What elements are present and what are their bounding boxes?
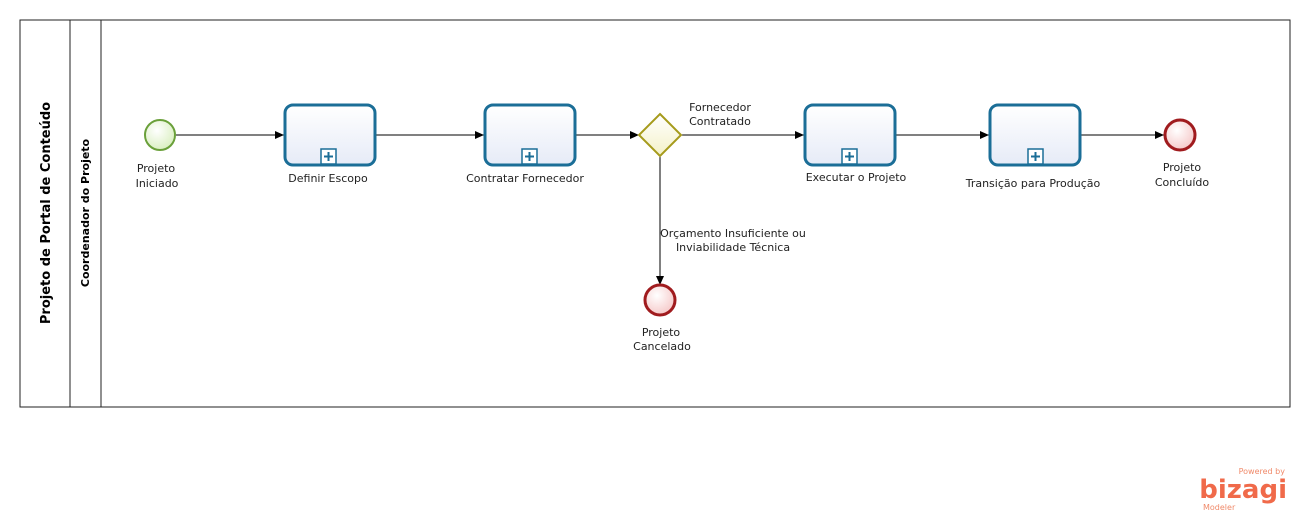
task-label: Executar o Projeto <box>806 171 907 184</box>
lane-title: Coordenador do Projeto <box>79 138 92 287</box>
gateway-yes-label-line1: Fornecedor <box>689 101 751 114</box>
end-event-cancelled[interactable] <box>643 283 677 317</box>
gateway-no-label-line1: Orçamento Insuficiente ou <box>660 227 806 240</box>
pool: Projeto de Portal de Conteúdo Coordenado… <box>19 19 1291 408</box>
brand-product: Modeler <box>1203 503 1236 512</box>
task-definir-escopo[interactable] <box>283 103 377 167</box>
subprocess-marker-icon <box>521 148 538 165</box>
task-contratar-fornecedor[interactable] <box>483 103 577 167</box>
end-completed-label-line1: Projeto <box>1163 161 1202 174</box>
task-label: Definir Escopo <box>288 172 368 185</box>
pool-title: Projeto de Portal de Conteúdo <box>39 102 54 324</box>
end-completed-label-line2: Concluído <box>1155 176 1209 189</box>
exclusive-gateway[interactable] <box>637 112 683 158</box>
end-event-completed[interactable] <box>1163 118 1197 152</box>
subprocess-marker-icon <box>841 148 858 165</box>
start-event-label-line2: Iniciado <box>136 177 179 190</box>
subprocess-marker-icon <box>320 148 337 165</box>
task-label: Transição para Produção <box>965 177 1101 190</box>
subprocess-marker-icon <box>1027 148 1044 165</box>
bizagi-logo: Powered by bizagi Modeler <box>1199 467 1287 512</box>
brand-powered: Powered by <box>1239 467 1286 476</box>
gateway-yes-label-line2: Contratado <box>689 115 751 128</box>
sequence-flows <box>176 131 1164 285</box>
end-cancelled-label-line1: Projeto <box>642 326 681 339</box>
end-cancelled-label-line2: Cancelado <box>633 340 691 353</box>
start-event-label-line1: Projeto <box>137 162 176 175</box>
task-transicao-producao[interactable] <box>988 103 1082 167</box>
gateway-no-label-line2: Inviabilidade Técnica <box>676 241 790 254</box>
task-label: Contratar Fornecedor <box>466 172 584 185</box>
start-event[interactable] <box>144 119 176 151</box>
task-executar-projeto[interactable] <box>803 103 897 167</box>
brand-name: bizagi <box>1199 475 1287 505</box>
